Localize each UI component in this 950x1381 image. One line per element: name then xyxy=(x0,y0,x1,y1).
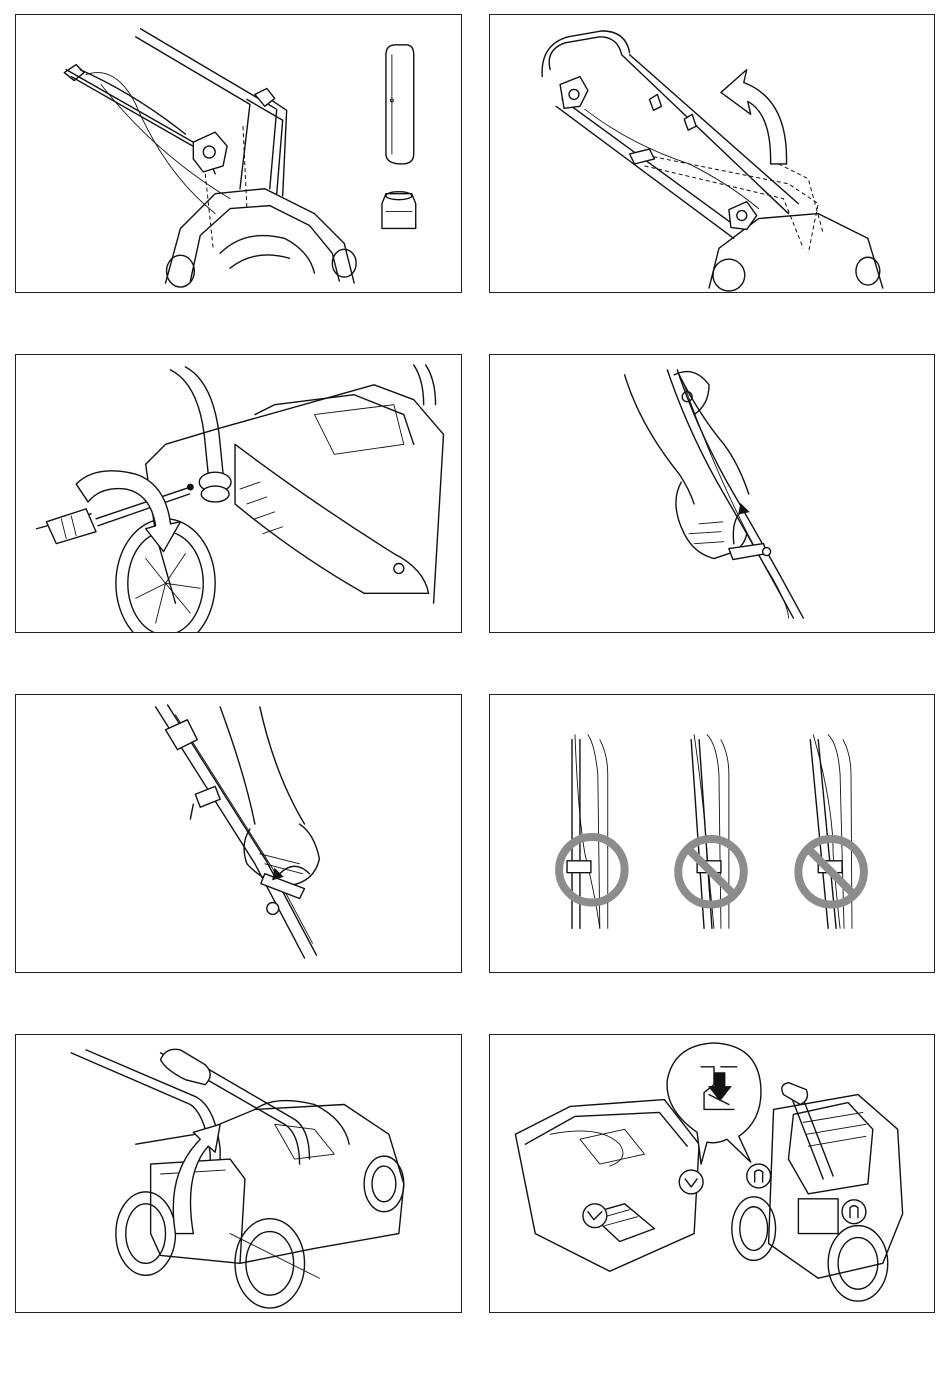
clip-example-prohibited-left xyxy=(678,735,744,929)
figure-lever-clamp-upper xyxy=(15,694,462,973)
detail-callout xyxy=(667,1043,761,1164)
clip-example-correct xyxy=(559,735,625,929)
grass-box-hooks-illustration xyxy=(490,1035,934,1312)
handle-raise-illustration xyxy=(490,15,934,292)
lever-clamp-close-illustration xyxy=(490,355,934,632)
raise-arrow-icon xyxy=(721,70,787,164)
handle-attachment-illustration xyxy=(16,15,461,292)
figure-cable-clip-positions xyxy=(489,694,935,973)
figure-rear-flap-lift xyxy=(15,1034,462,1313)
lever-clamp-upper-illustration xyxy=(16,695,461,972)
figure-handle-raise xyxy=(489,14,935,293)
figure-lever-clamp-close xyxy=(489,354,935,633)
figure-handle-attachment xyxy=(15,14,462,293)
cable-clip-positions-illustration xyxy=(490,695,934,972)
screwdriver-tighten-illustration xyxy=(16,355,461,632)
figure-screwdriver-tighten xyxy=(15,354,462,633)
figure-grass-box-hooks xyxy=(489,1034,935,1313)
clip-example-prohibited-right xyxy=(798,735,864,929)
rear-flap-lift-illustration xyxy=(16,1035,461,1312)
